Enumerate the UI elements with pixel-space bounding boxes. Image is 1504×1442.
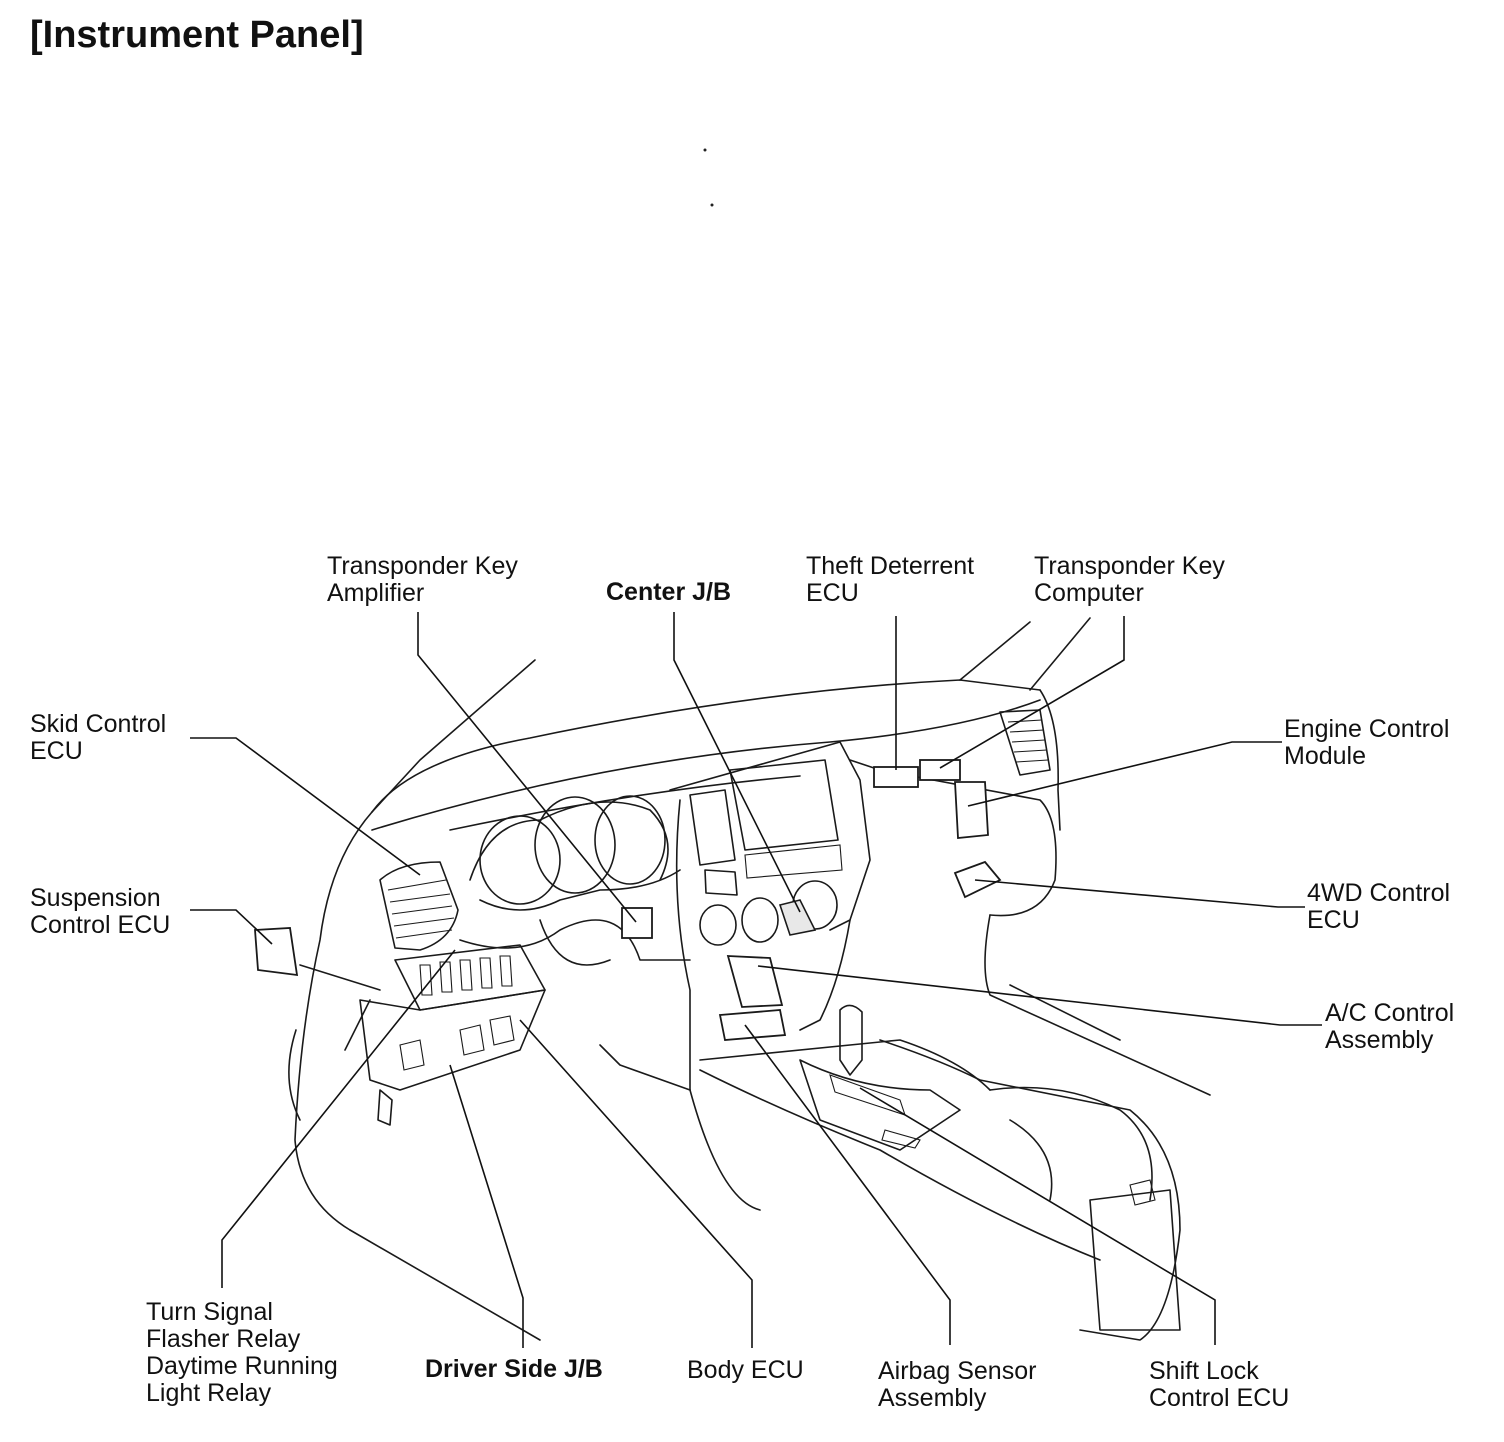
components: [254, 759, 1002, 1041]
label-theft-deterrent-ecu: Theft Deterrent ECU: [806, 552, 975, 607]
center-jb-component: [778, 899, 817, 936]
label-shift-lock-control-ecu: Shift Lock Control ECU: [1149, 1357, 1290, 1412]
label-driver-side-jb: Driver Side J/B: [425, 1355, 603, 1383]
label-airbag-sensor-assembly: Airbag Sensor Assembly: [878, 1357, 1037, 1412]
page-title: [Instrument Panel]: [30, 14, 364, 56]
leader-lines: [190, 612, 1322, 1348]
label-body-ecu: Body ECU: [687, 1356, 804, 1384]
label-4wd-control-ecu: 4WD Control ECU: [1307, 879, 1451, 934]
ac-control-assembly-component: [726, 955, 784, 1008]
transponder-key-amplifier-component: [621, 907, 653, 939]
airbag-sensor-assembly-component: [718, 1009, 787, 1041]
engine-control-module-component: [954, 781, 989, 839]
label-skid-control-ecu: Skid Control ECU: [30, 710, 167, 765]
label-turn-signal-flasher-relay: Turn Signal Flasher Relay Daytime Runnin…: [146, 1298, 338, 1407]
label-center-jb: Center J/B: [606, 578, 732, 606]
label-ac-control-assembly: A/C Control Assembly: [1325, 999, 1455, 1054]
label-transponder-key-computer: Transponder Key Computer: [1034, 552, 1225, 607]
suspension-control-ecu-component: [254, 927, 299, 977]
label-suspension-control-ecu: Suspension Control ECU: [30, 884, 171, 939]
dashboard-drawing: [288, 617, 1211, 1341]
label-engine-control-module: Engine Control Module: [1284, 715, 1450, 770]
label-transponder-key-amplifier: Transponder Key Amplifier: [327, 552, 518, 607]
transponder-key-computer-component: [919, 759, 961, 781]
